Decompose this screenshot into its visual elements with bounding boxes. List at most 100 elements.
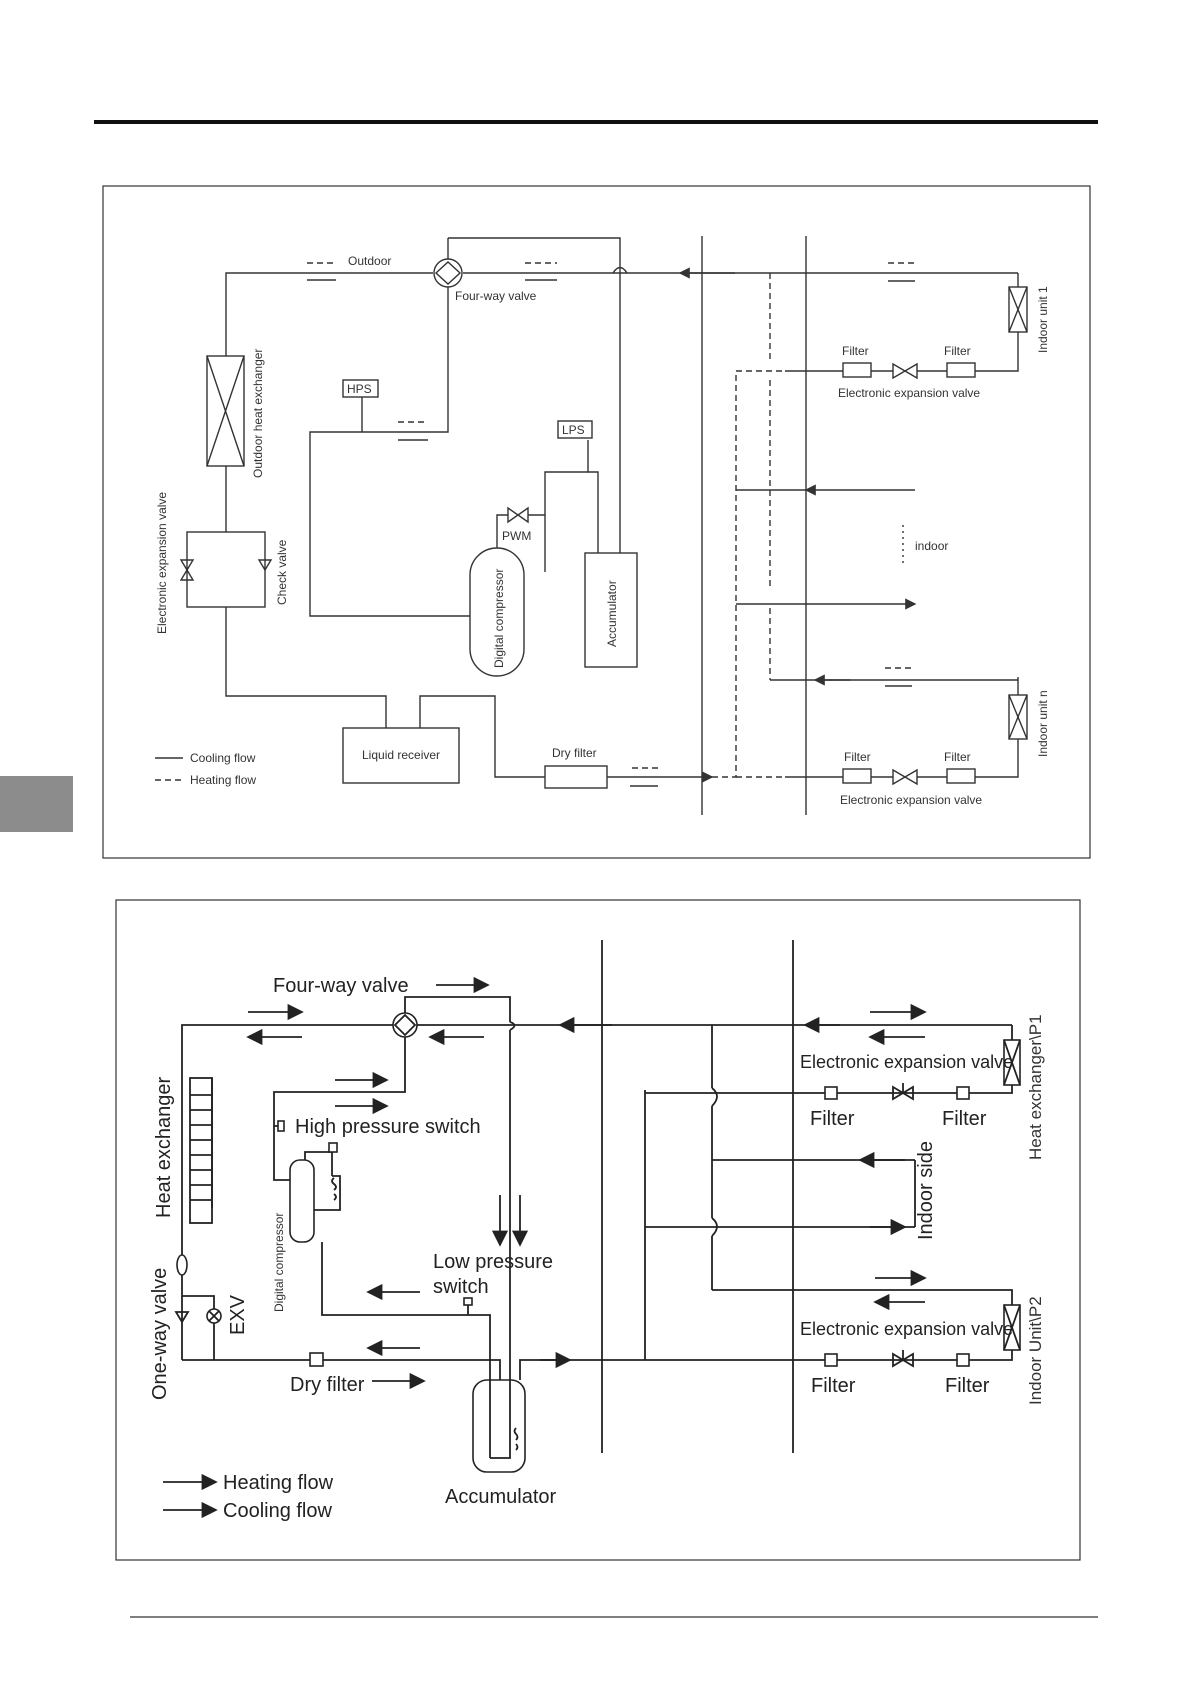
pipe-segment xyxy=(496,514,508,548)
pipe-segment xyxy=(321,1242,491,1380)
heat-exchanger-symbol xyxy=(189,1077,213,1224)
filter-p2b xyxy=(956,1353,970,1367)
compressor-sensor xyxy=(328,1142,338,1153)
four-way-valve-symbol xyxy=(393,1013,417,1037)
sight-glass-symbol xyxy=(176,1254,188,1276)
lps-label: LPS xyxy=(562,423,585,437)
dry-filter xyxy=(544,765,608,789)
filter-na-label: Filter xyxy=(844,750,871,764)
eev-n-label: Electronic expansion valve xyxy=(840,793,982,807)
filter-p2b-label: Filter xyxy=(945,1375,990,1397)
dry-filter-label: Dry filter xyxy=(552,746,597,760)
eev-label-left: Electronic expansion valve xyxy=(155,492,169,634)
electronic-expansion-valve-symbol xyxy=(179,559,195,581)
filter-p2a-label: Filter xyxy=(811,1375,856,1397)
filter-p1b xyxy=(956,1086,970,1100)
heat-exchanger-p1 xyxy=(1003,1039,1021,1086)
pipe-top xyxy=(225,272,433,360)
accumulator-label: Accumulator xyxy=(445,1486,556,1508)
check-valve-label: Check valve xyxy=(275,539,289,605)
diagram-2: Four-way valve Heat exchanger xyxy=(115,899,1081,1561)
eev-1-label: Electronic expansion valve xyxy=(838,386,980,400)
filter-p1a-label: Filter xyxy=(810,1108,855,1130)
four-way-valve-label: Four-way valve xyxy=(455,289,537,303)
indoor-unit-1-label: Indoor unit 1 xyxy=(1036,286,1050,353)
pipe-segment xyxy=(314,1175,341,1211)
filter-p1a xyxy=(824,1086,838,1100)
digital-compressor-label: Digital compressor xyxy=(492,569,506,668)
valve-block xyxy=(186,531,266,608)
indoor-label: indoor xyxy=(915,539,948,553)
exv-label: EXV xyxy=(227,1294,249,1335)
diagram-1: Four-way valve Outdoor Outdoor heat exch… xyxy=(102,185,1091,859)
pipe-segment xyxy=(182,1359,501,1380)
eev-p2-symbol xyxy=(892,1350,914,1368)
legend-heating-label: Heating flow xyxy=(223,1472,334,1494)
dry-filter-label: Dry filter xyxy=(290,1374,365,1396)
diagram-2-frame xyxy=(115,899,1081,1561)
hps-label: HPS xyxy=(347,382,372,396)
accumulator xyxy=(584,552,638,668)
pipe-segment xyxy=(645,1350,1013,1361)
pipe-segment xyxy=(404,996,511,1022)
eev-n-symbol xyxy=(892,768,918,786)
filter-nb-label: Filter xyxy=(944,750,971,764)
pipe-segment xyxy=(770,677,1019,681)
heat-exchanger-p1-label: Heat exchanger\P1 xyxy=(1026,1014,1045,1160)
filter-1a-label: Filter xyxy=(842,344,869,358)
filter-1b xyxy=(946,362,976,378)
indoor-unit-1 xyxy=(1008,286,1028,333)
indoor-unit-n xyxy=(1008,694,1028,740)
accumulator xyxy=(472,1379,526,1473)
pipe-segment xyxy=(448,237,621,545)
four-way-valve-label: Four-way valve xyxy=(273,975,409,997)
filter-nb xyxy=(946,768,976,784)
filter-p1b-label: Filter xyxy=(942,1108,987,1130)
pipe-segment xyxy=(181,1024,393,1265)
hps-box xyxy=(342,379,379,398)
pipe-segment xyxy=(309,287,470,617)
dry-filter xyxy=(309,1352,324,1367)
four-way-valve-symbol xyxy=(392,1012,418,1038)
accumulator-coil xyxy=(513,1427,519,1451)
pipe-segment xyxy=(528,440,589,516)
accumulator-label: Accumulator xyxy=(605,580,619,647)
pipe-segment xyxy=(588,471,599,553)
section-side-tab xyxy=(0,776,73,832)
high-pressure-switch-label: High pressure switch xyxy=(295,1116,481,1138)
indoor-unit-p2-label: Indoor Unit\P2 xyxy=(1026,1296,1045,1405)
pwm-valve-symbol xyxy=(507,506,529,524)
eev-1-symbol xyxy=(892,362,918,380)
four-way-valve-symbol xyxy=(434,261,462,285)
low-pressure-switch-label-2: switch xyxy=(433,1276,489,1298)
dashed-distribution xyxy=(712,370,785,778)
eev-p2-label: Electronic expansion valve xyxy=(800,1319,1013,1339)
filter-p2a xyxy=(824,1353,838,1367)
hps-symbol xyxy=(277,1120,285,1132)
pwm-label: PWM xyxy=(502,529,531,543)
compressor-coil xyxy=(331,1177,337,1201)
heat-exchanger-label: Heat exchanger xyxy=(153,1076,175,1218)
pipe-segment xyxy=(975,332,1019,372)
lps-symbol xyxy=(463,1297,473,1306)
pipe-segment xyxy=(645,1085,1013,1094)
pipe-segment xyxy=(519,1359,602,1380)
low-pressure-switch-label-1: Low pressure xyxy=(433,1251,553,1273)
one-way-valve-symbol xyxy=(174,1311,190,1324)
pipe-segment xyxy=(273,1037,406,1181)
pipe-segment xyxy=(712,1289,1013,1305)
outdoor-label: Outdoor xyxy=(348,254,391,268)
lps-box xyxy=(557,420,593,439)
liquid-receiver-label: Liquid receiver xyxy=(362,748,440,762)
pipe-segment xyxy=(304,1151,333,1176)
legend-cooling-label: Cooling flow xyxy=(190,751,256,765)
accumulator-inner-pipe xyxy=(490,1380,511,1459)
filter-1a xyxy=(842,362,872,378)
legend-cooling-label: Cooling flow xyxy=(223,1500,333,1522)
indoor-unit-n-label: Indoor unit n xyxy=(1036,690,1050,757)
filter-na xyxy=(842,768,872,784)
pipe-segment xyxy=(181,1275,215,1360)
one-way-valve-label: One-way valve xyxy=(149,1268,171,1400)
four-way-valve-symbol xyxy=(433,258,463,288)
